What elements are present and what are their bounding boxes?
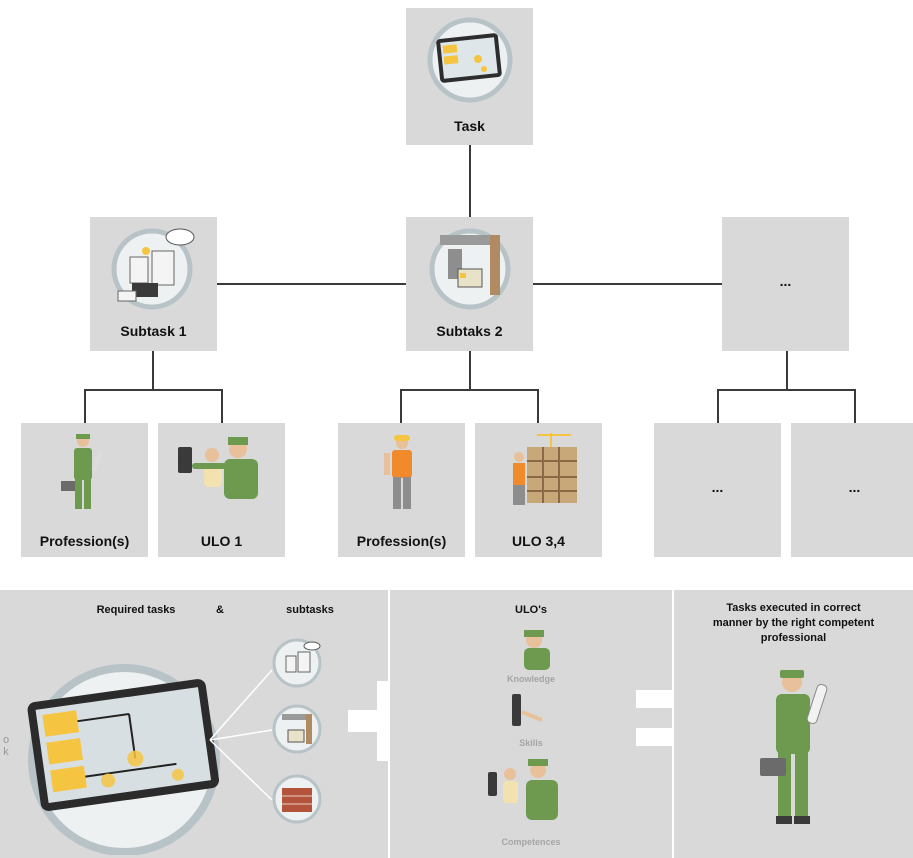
result-line-1: Tasks executed in correct: [726, 602, 861, 614]
profession2-label: Profession(s): [356, 533, 447, 549]
connector-subtask1-bar: [84, 389, 223, 391]
competent-professional-illustration: [760, 670, 828, 824]
connector-subtask1-to-subtask2: [217, 283, 407, 285]
connector-subtask2-bar: [400, 389, 539, 391]
construction-worker-illustration: [384, 435, 412, 509]
subtask1-label: Subtask 1: [120, 323, 187, 339]
ampersand-label: &: [216, 604, 224, 616]
skills-hand-icon: [512, 694, 543, 726]
ulo1-label: ULO 1: [200, 533, 243, 549]
connector-lines: [209, 669, 273, 801]
task-label: Task: [454, 118, 485, 134]
result-line-3: professional: [760, 632, 827, 644]
ulo2-label: ULO 3,4: [512, 533, 565, 549]
subtasks-title: subtasks: [286, 604, 334, 616]
connector-task-to-subtask2: [469, 145, 471, 217]
workers-panel-illustration: [178, 437, 258, 499]
profession1-label: Profession(s): [39, 533, 130, 549]
connector-ulo2-up: [537, 389, 539, 423]
knowledge-worker-icon: [524, 630, 550, 670]
profession1-node: Profession(s): [21, 423, 148, 557]
connector-leaf5-up: [717, 389, 719, 423]
subtask3-label: ...: [779, 273, 792, 289]
required-tasks-title: Required tasks: [96, 604, 176, 616]
connector-profession1-up: [84, 389, 86, 423]
subtask3-node: ...: [722, 217, 849, 351]
knowledge-label: Knowledge: [506, 674, 555, 684]
ulos-title: ULO's: [515, 604, 547, 616]
large-tablet-plan-illustration: [27, 664, 220, 855]
subtask2-label: Subtaks 2: [436, 323, 503, 339]
thumb-machine-icon: [272, 704, 322, 754]
competences-workers-icon: [488, 759, 558, 820]
kitchen-illustration: [111, 228, 195, 310]
connector-leaf6-up: [854, 389, 856, 423]
leaf6-label: ...: [848, 479, 861, 495]
result-line-2: manner by the right competent: [712, 617, 875, 629]
tablet-plan-illustration: [427, 17, 513, 103]
result-panel: Tasks executed in correct manner by the …: [674, 590, 913, 858]
thumb-brickwall-icon: [272, 774, 322, 824]
subtask1-node: Subtask 1: [90, 217, 217, 351]
leaf6-node: ...: [791, 423, 913, 557]
profession2-node: Profession(s): [338, 423, 465, 557]
building-site-illustration: [513, 433, 577, 505]
connector-subtask2-down: [469, 351, 471, 389]
connector-subtask3-down: [786, 351, 788, 389]
machine-room-illustration: [429, 228, 511, 310]
ulos-panel: ULO's Knowledge Skills Competences: [390, 590, 672, 858]
thumb-kitchen-icon: [272, 638, 322, 688]
leaf5-node: ...: [654, 423, 781, 557]
leaf5-label: ...: [711, 479, 724, 495]
ulo2-node: ULO 3,4: [475, 423, 602, 557]
connector-profession2-up: [400, 389, 402, 423]
connector-subtask3-bar: [717, 389, 856, 391]
edge-text: o k: [2, 734, 10, 758]
worker-toolbox-illustration: [61, 434, 104, 509]
connector-subtask1-down: [152, 351, 154, 389]
connector-ulo1-up: [221, 389, 223, 423]
competences-label: Competences: [501, 837, 561, 847]
skills-label: Skills: [519, 738, 543, 748]
task-node: Task: [406, 8, 533, 145]
connector-subtask2-to-subtask3: [533, 283, 723, 285]
required-tasks-panel: Required tasks & subtasks: [0, 590, 388, 858]
subtask2-node: Subtaks 2: [406, 217, 533, 351]
ulo1-node: ULO 1: [158, 423, 285, 557]
